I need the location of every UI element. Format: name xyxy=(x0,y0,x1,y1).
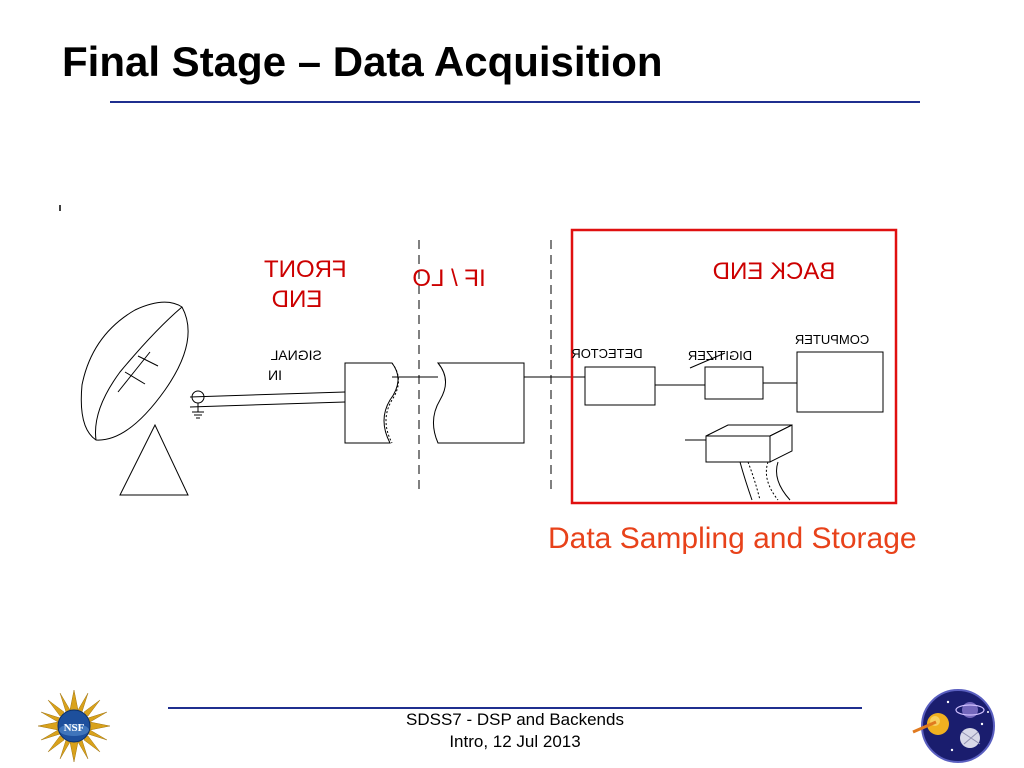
footer-line1: SDSS7 - DSP and Backends xyxy=(406,710,624,729)
data-sampling-caption: Data Sampling and Storage xyxy=(548,522,917,555)
front-end-module xyxy=(344,362,399,444)
footer-rule xyxy=(168,707,862,709)
front-end-label-line1: FRONT xyxy=(264,256,347,283)
slide-title: Final Stage – Data Acquisition xyxy=(62,38,663,85)
storage-device xyxy=(685,424,793,501)
digitizer-label: DIGITIZER xyxy=(688,348,752,363)
svg-text:NSF: NSF xyxy=(64,722,85,734)
computer-box xyxy=(796,351,884,413)
back-end-highlight-box xyxy=(570,228,898,505)
footer-line2: Intro, 12 Jul 2013 xyxy=(449,732,581,751)
nsf-logo-icon: NSF xyxy=(38,690,110,762)
if-module xyxy=(433,362,525,444)
detector-label: DETECTOR xyxy=(571,346,642,361)
front-end-label-line2: END xyxy=(272,286,323,313)
back-end-blocks xyxy=(584,351,884,413)
back-end-label: BACK END xyxy=(713,258,836,285)
dish-antenna xyxy=(80,301,346,496)
signal-label-line2: IN xyxy=(268,367,282,383)
if-label: IF / LO xyxy=(412,265,485,292)
footer-text: SDSS7 - DSP and Backends Intro, 12 Jul 2… xyxy=(340,709,690,753)
astronomy-logo-icon xyxy=(912,689,995,763)
signal-label-line1: SIGNAL xyxy=(270,347,322,363)
computer-label: COMPUTER xyxy=(795,332,869,347)
detector-box xyxy=(584,366,656,406)
digitizer-box xyxy=(704,366,764,400)
title-rule xyxy=(110,101,920,103)
